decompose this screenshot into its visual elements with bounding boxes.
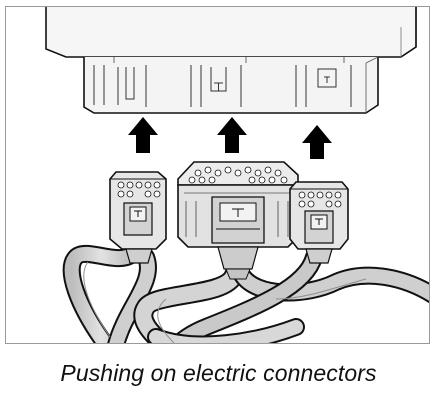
arrow-up-icon bbox=[302, 125, 332, 159]
arrow-up-icon bbox=[217, 117, 247, 153]
control-module bbox=[45, 7, 417, 114]
middle-connector bbox=[177, 161, 299, 280]
figure-caption: Pushing on electric connectors bbox=[60, 360, 377, 386]
wiring-harness bbox=[62, 244, 429, 343]
right-connector bbox=[289, 181, 349, 264]
arrow-up-icon bbox=[128, 117, 158, 153]
connector-illustration bbox=[45, 7, 429, 343]
left-connector bbox=[109, 171, 167, 264]
illustration-frame bbox=[5, 6, 430, 344]
